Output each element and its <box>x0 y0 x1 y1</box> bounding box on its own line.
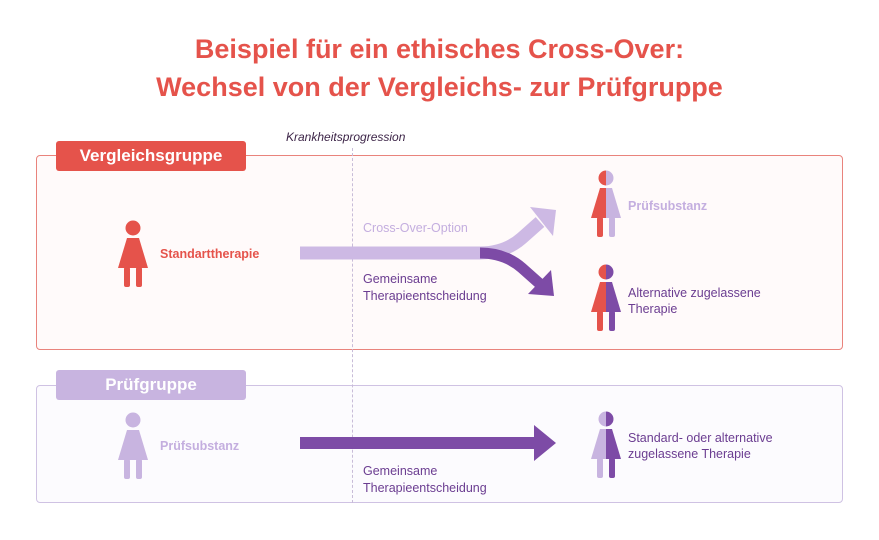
test-person-icon <box>118 412 148 479</box>
joint-decision-label-line-2: Therapieentscheidung <box>363 289 487 303</box>
disease-progression-line <box>352 148 353 503</box>
test-outcome-label-line-2: zugelassene Therapie <box>628 447 751 461</box>
diagram-title: Beispiel für ein ethisches Cross-Over: W… <box>0 30 879 106</box>
joint-decision-arrow-head <box>528 270 554 296</box>
outcome-alternative-label-line-1: Alternative zugelassene <box>628 286 761 300</box>
control-person-icon <box>118 220 148 287</box>
outcome-test-substance-label: Prüfsubstanz <box>628 199 708 213</box>
test-joint-decision-label-line-2: Therapieentscheidung <box>363 481 487 495</box>
test-outcome-person-icon <box>591 411 621 478</box>
cross-over-arrow-head <box>530 207 556 236</box>
test-joint-decision-label-line-1: Gemeinsame <box>363 464 438 478</box>
test-group-arrow-head <box>534 425 556 461</box>
test-start-label: Prüfsubstanz <box>160 439 240 453</box>
test-group-tab: Prüfgruppe <box>56 370 246 400</box>
test-group-arrow <box>300 437 536 449</box>
control-group-tab: Vergleichsgruppe <box>56 141 246 171</box>
joint-decision-arrow <box>479 247 544 289</box>
outcome-test-substance-person-icon <box>591 170 621 237</box>
outcome-alternative-person-icon <box>591 264 621 331</box>
title-line-2: Wechsel von der Vergleichs- zur Prüfgrup… <box>156 72 723 102</box>
outcome-alternative-label-line-2: Therapie <box>628 302 678 316</box>
title-line-1: Beispiel für ein ethisches Cross-Over: <box>194 34 685 64</box>
test-outcome-label-line-1: Standard- oder alternative <box>628 431 773 445</box>
disease-progression-label: Krankheitsprogression <box>286 130 406 144</box>
control-start-label: Standarttherapie <box>160 247 260 261</box>
cross-over-option-label: Cross-Over-Option <box>363 221 468 235</box>
joint-decision-label-line-1: Gemeinsame <box>363 272 438 286</box>
